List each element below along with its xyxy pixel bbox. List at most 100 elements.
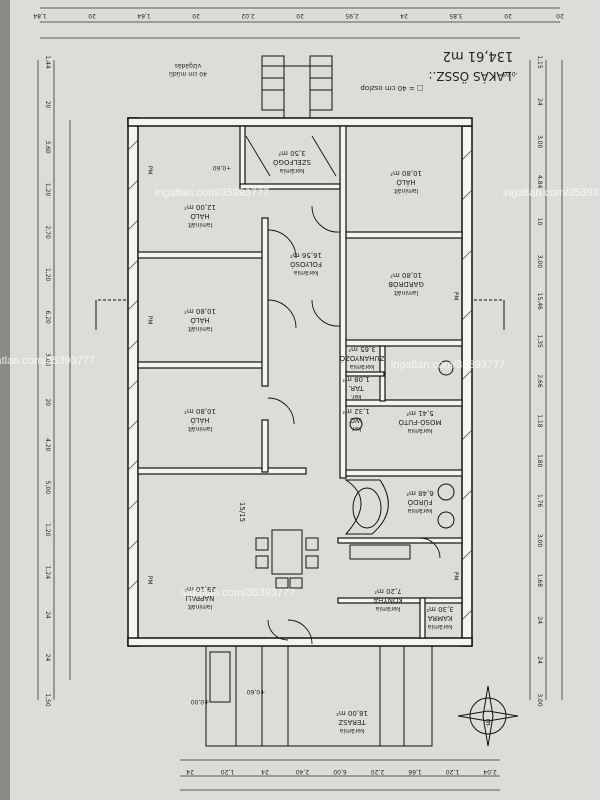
dining-set — [255, 529, 319, 589]
dim-right-14: 24 — [536, 616, 543, 624]
dim-left-9: 4,20 — [44, 438, 51, 452]
dim-right-11: 1,76 — [536, 494, 543, 508]
room-floor-halo1: laminált — [393, 187, 418, 194]
dim-right-3: 4,84 — [536, 175, 543, 189]
level-a: -0,05 — [502, 70, 518, 77]
dim-right-9: 1,18 — [536, 414, 543, 428]
stair-ratio: 15/15 — [238, 502, 246, 522]
north-arrow — [457, 685, 519, 747]
door-swings — [245, 135, 441, 645]
binding-shadow — [0, 0, 10, 800]
room-name-nappali: NAPPALI — [186, 594, 215, 602]
room-area-tar: 1,08 m² — [342, 375, 370, 383]
watermark-4: ingatlan.com/35393777 — [181, 587, 295, 599]
room-name-halo2: HÁLÓ — [190, 212, 210, 221]
wall-hatching — [127, 139, 473, 621]
room-name-tar: TÁR. — [348, 384, 364, 393]
pm-label-1: PM — [146, 166, 153, 175]
room-name-halo4: HÁLÓ — [190, 416, 210, 425]
dim-left-10: 5,00 — [44, 481, 51, 495]
chimney-sub: vízgádás — [175, 62, 201, 69]
room-name-halo3: HÁLÓ — [190, 316, 210, 325]
dim-right-4: 10 — [536, 218, 543, 226]
total-area-value: 134,61 m2 — [443, 48, 514, 63]
chimney-note: 40 cm müdü — [169, 70, 207, 77]
room-area-nappali: 29,10 m² — [184, 585, 216, 593]
room-floor-halo4: laminált — [187, 425, 212, 432]
room-name-furdo: FÜRDŐ — [407, 498, 432, 507]
dim-left-0: 1,44 — [44, 55, 51, 69]
room-floor-szelfogo: kerámia — [280, 167, 305, 174]
dim-top-0: 1,84 — [33, 12, 47, 19]
dim-top-1: 20 — [88, 12, 96, 19]
room-area-halo1: 10,80 m² — [390, 169, 422, 177]
room-name-folyoso: FOLYOSÓ — [290, 260, 322, 269]
room-area-wc: 1,32 m² — [342, 407, 370, 415]
room-floor-wc: ker. — [351, 425, 362, 432]
dim-left-2: 3,60 — [44, 140, 51, 154]
dimension-lines — [37, 7, 563, 791]
room-area-furdo: 6,48 m² — [406, 489, 434, 497]
dim-bottom-7: 1,20 — [446, 768, 460, 775]
dim-top-10: 20 — [556, 12, 564, 19]
dim-left-14: 24 — [44, 654, 51, 662]
dim-right-13: 1,68 — [536, 574, 543, 588]
dim-top-8: 3,85 — [449, 12, 463, 19]
room-area-halo2: 12,00 m² — [184, 203, 216, 211]
bathroom-fixtures — [344, 360, 455, 560]
dim-left-3: 1,20 — [44, 183, 51, 197]
dim-top-4: 2,02 — [241, 12, 255, 19]
dim-top-3: 20 — [192, 12, 200, 19]
dim-left-4: 2,70 — [44, 225, 51, 239]
watermark-5: ingatlan.com/35393777 — [503, 187, 600, 199]
pm-label-4: PM — [452, 292, 459, 301]
interior-walls — [137, 125, 463, 639]
dim-bottom-4: 6,00 — [333, 768, 347, 775]
dim-right-2: 3,00 — [536, 135, 543, 149]
room-area-halo4: 10,80 m² — [184, 407, 216, 415]
dim-right-5: 3,00 — [536, 255, 543, 269]
dim-top-5: 20 — [296, 12, 304, 19]
dim-right-12: 3,00 — [536, 534, 543, 548]
room-floor-furdo: kerámia — [408, 507, 433, 514]
terrace-outline — [205, 645, 433, 747]
room-floor-folyoso: kerámia — [294, 269, 319, 276]
dim-left-1: 20 — [44, 101, 51, 109]
room-floor-nappali: laminált — [187, 603, 212, 610]
dim-right-7: 1,35 — [536, 334, 543, 348]
room-name-szelfogo: SZÉLFOGÓ — [273, 158, 312, 167]
room-floor-terasz: kerámia — [340, 727, 365, 734]
level-c: ±0,00 — [191, 698, 210, 705]
dim-right-1: 24 — [536, 98, 543, 106]
dim-left-5: 1,20 — [44, 268, 51, 282]
room-name-mosokonyha: MOSÓ-FUTÓ — [398, 418, 442, 427]
dim-left-6: 6,20 — [44, 311, 51, 325]
dim-right-6: 15,46 — [536, 293, 543, 310]
dim-top-6: 2,95 — [345, 12, 359, 19]
room-name-wc: WC — [350, 416, 362, 424]
room-floor-tar: ker. — [351, 393, 362, 400]
dim-top-9: 20 — [504, 12, 512, 19]
room-name-terasz: TERASZ — [338, 718, 367, 726]
room-name-zuhanyozo: ZUHANYOZÓ — [339, 354, 384, 363]
dim-right-0: 1,15 — [536, 55, 543, 69]
dim-right-16: 3,00 — [536, 693, 543, 707]
room-area-halo3: 10,80 m² — [184, 307, 216, 315]
dim-bottom-8: 2,04 — [483, 768, 497, 775]
dim-left-12: 1,24 — [44, 566, 51, 580]
room-floor-zuhanyozo: kerámia — [350, 363, 375, 370]
column-note: □ = 40 cm oszlop — [360, 84, 424, 92]
level-b: +0,60 — [213, 164, 232, 171]
room-area-mosokonyha: 5,41 m² — [406, 409, 434, 417]
dim-left-11: 1,20 — [44, 523, 51, 537]
dim-left-8: 20 — [44, 398, 51, 406]
watermark-2: ingatlan.com/35393777 — [0, 355, 95, 367]
pm-label-2: PM — [146, 316, 153, 325]
room-area-folyoso: 16,56 m² — [290, 251, 322, 259]
pm-label-3: PM — [146, 576, 153, 585]
room-floor-gardrob: laminált — [393, 289, 418, 296]
room-floor-halo2: laminált — [187, 221, 212, 228]
